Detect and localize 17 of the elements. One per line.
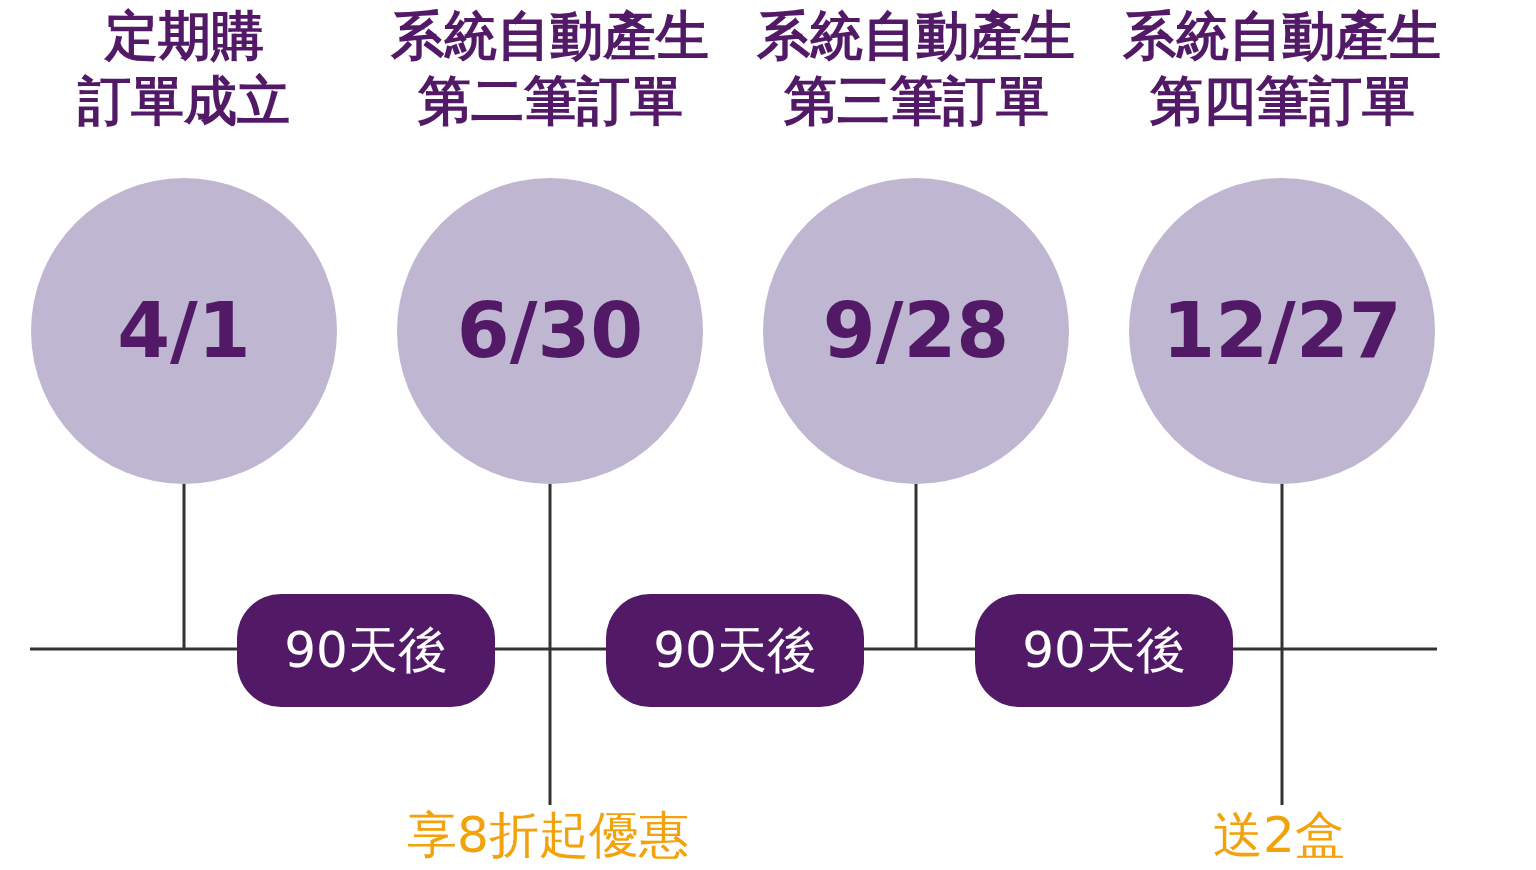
benefit-note: 享8折起優惠 [407,805,689,865]
connector-line [914,484,918,649]
date-label: 4/1 [117,287,251,375]
date-label: 9/28 [822,287,1010,375]
interval-pill: 90天後 [975,594,1233,707]
date-label: 12/27 [1162,287,1402,375]
stage-heading: 系統自動產生第二筆訂單 [390,4,710,133]
stage-heading: 定期購訂單成立 [76,4,291,133]
connector-line [1280,484,1284,805]
interval-pill: 90天後 [237,594,495,707]
stage-heading: 系統自動產生第四筆訂單 [1122,4,1442,133]
date-label: 6/30 [456,287,644,375]
stage-heading: 系統自動產生第三筆訂單 [756,4,1076,133]
benefit-note: 送2盒 [1213,805,1345,865]
connector-line [182,484,186,649]
connector-line [548,484,552,805]
interval-pill: 90天後 [606,594,864,707]
